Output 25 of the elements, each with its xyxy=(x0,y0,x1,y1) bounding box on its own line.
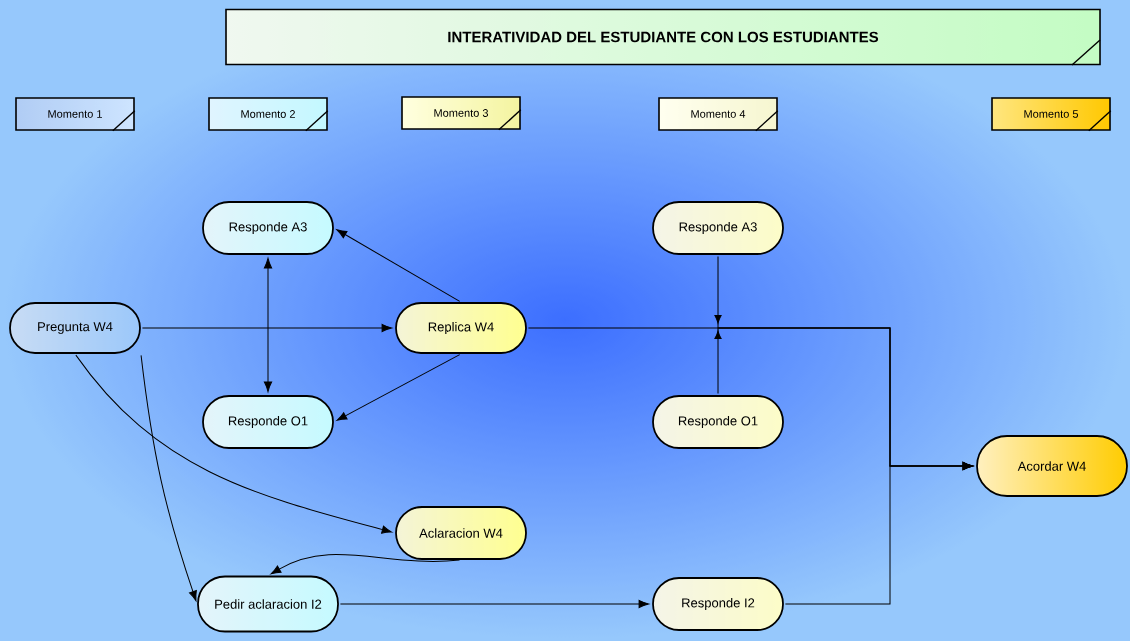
moment-tab: Momento 5 xyxy=(991,97,1112,132)
arrow xyxy=(336,229,461,302)
process-pill: Responde O1 xyxy=(202,395,334,449)
process-pill: Pregunta W4 xyxy=(9,302,141,354)
process-pill: Responde A3 xyxy=(652,201,784,255)
moment-tab: Momento 4 xyxy=(658,97,779,132)
title-banner: INTERATIVIDAD DEL ESTUDIANTE CON LOS ESTUDIANTES xyxy=(225,8,1101,66)
process-pill: Responde O1 xyxy=(652,395,784,449)
moment-tab: Momento 1 xyxy=(15,97,136,132)
process-pill: Responde A3 xyxy=(202,201,334,255)
arrow xyxy=(270,554,460,575)
moment-tab: Momento 2 xyxy=(208,97,329,132)
process-pill: Acordar W4 xyxy=(976,435,1128,497)
process-pill: Aclaracion W4 xyxy=(395,506,527,560)
arrow xyxy=(339,599,650,609)
arrow xyxy=(263,257,273,393)
moment-tab: Momento 3 xyxy=(401,96,522,131)
arrow xyxy=(336,354,461,421)
arrow xyxy=(140,354,197,602)
arrow xyxy=(784,461,974,605)
process-pill: Responde I2 xyxy=(652,577,784,631)
process-pill: Pedir aclaracion I2 xyxy=(197,575,339,633)
process-pill: Replica W4 xyxy=(395,302,527,354)
arrow xyxy=(141,323,393,333)
arrow xyxy=(75,354,393,534)
